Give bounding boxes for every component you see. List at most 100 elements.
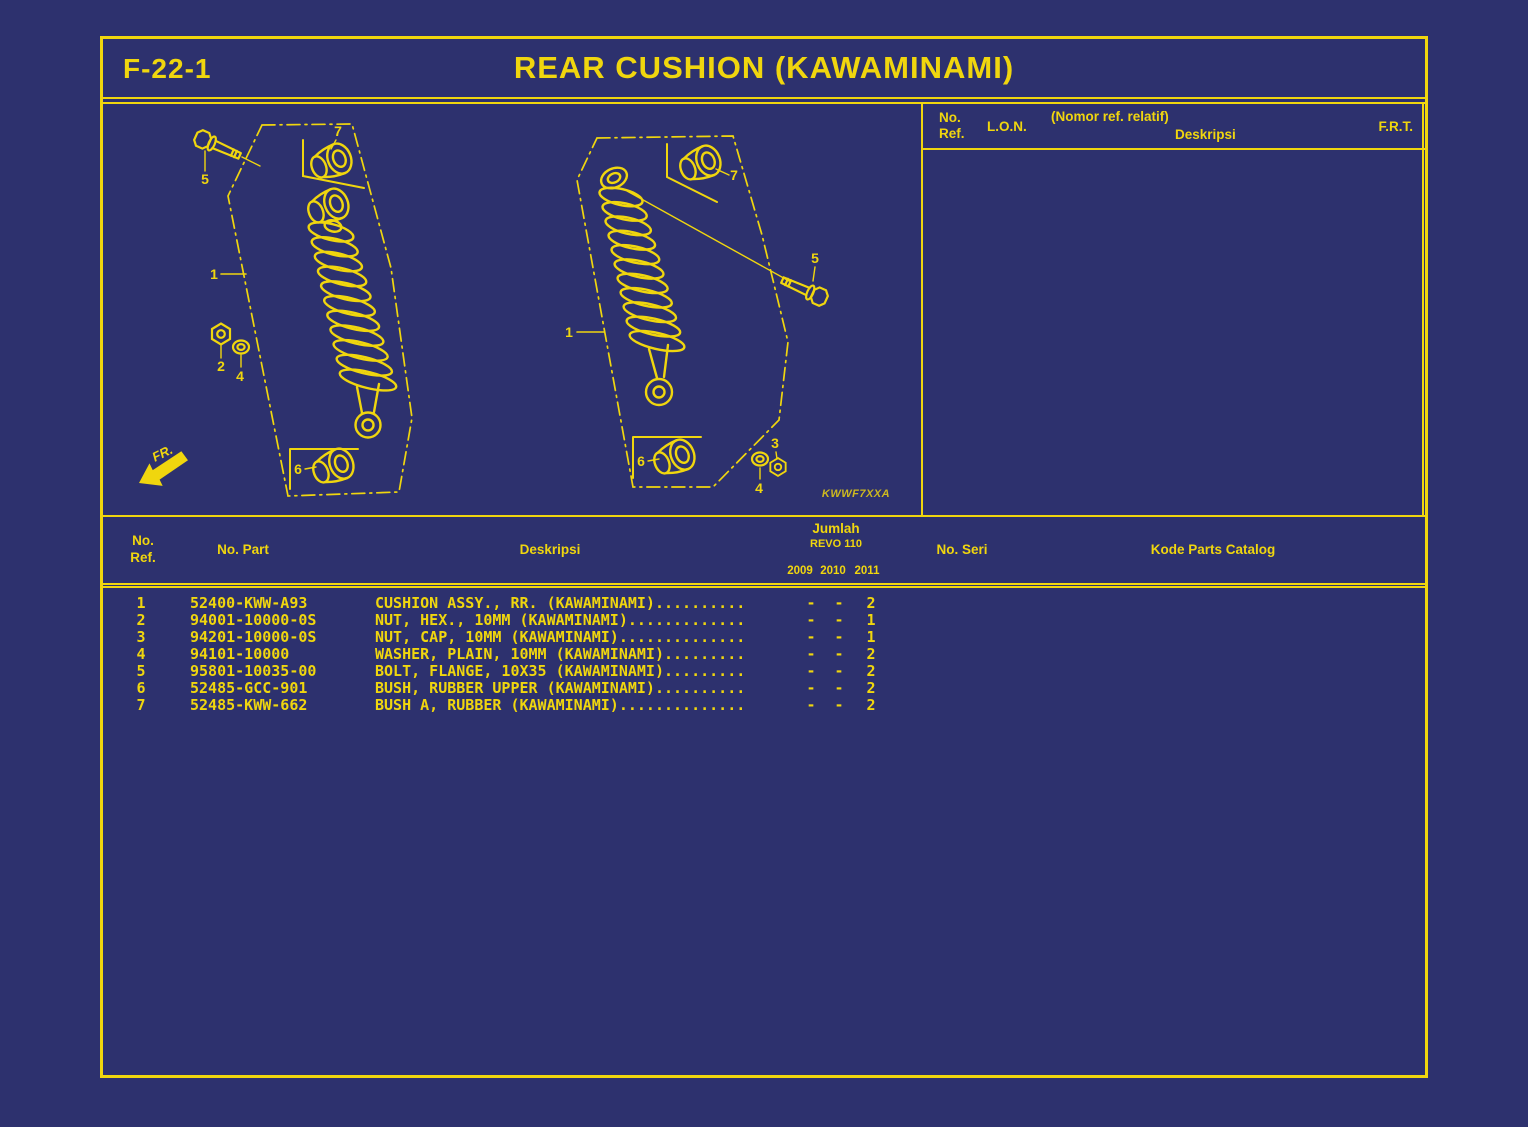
- flange-bolt-right: [777, 271, 831, 309]
- left-view: FR. 5 7 1 2 4 6: [139, 123, 413, 497]
- deskripsi-col-header: Deskripsi: [1175, 127, 1236, 142]
- ref-col-header: No. Ref.: [939, 110, 965, 141]
- reference-panel-header: No. Ref. L.O.N. (Nomor ref. relatif) Des…: [923, 104, 1427, 150]
- row-qty-2011: 2: [866, 594, 876, 612]
- table-row[interactable]: 1 52400-KWW-A93 CUSHION ASSY., RR. (KAWA…: [103, 595, 1425, 612]
- col-no-seri: No. Seri: [936, 542, 988, 557]
- parts-table-header: No. Ref. No. Part Deskripsi Jumlah REVO …: [103, 515, 1425, 585]
- reference-panel: No. Ref. L.O.N. (Nomor ref. relatif) Des…: [921, 104, 1427, 516]
- row-description: WASHER, PLAIN, 10MM (KAWAMINAMI)........…: [375, 645, 746, 663]
- shock-absorber-left: [302, 183, 398, 439]
- row-qty-2009: -: [806, 662, 816, 680]
- row-qty-2009: -: [806, 679, 816, 697]
- callout-2-left[interactable]: 2: [217, 358, 225, 374]
- title-divider-line: [103, 102, 1425, 104]
- row-ref: 2: [136, 611, 146, 629]
- frt-col-header: F.R.T.: [1378, 119, 1413, 134]
- bracket-7-left: [302, 139, 365, 189]
- panel-outline-left: [227, 123, 413, 497]
- row-part-number: 94001-10000-0S: [190, 611, 317, 629]
- lon-col-header: L.O.N.: [987, 119, 1027, 134]
- section-code: F-22-1: [123, 53, 212, 84]
- col-year-2009: 2009: [787, 565, 813, 577]
- callout-7-right[interactable]: 7: [730, 167, 738, 183]
- row-qty-2011: 1: [866, 628, 876, 646]
- table-header-underline: [103, 586, 1425, 588]
- parts-table-body: 1 52400-KWW-A93 CUSHION ASSY., RR. (KAWA…: [103, 595, 1425, 714]
- shock-absorber-right: [598, 166, 686, 407]
- row-qty-2010: -: [834, 662, 844, 680]
- row-ref: 6: [136, 679, 146, 697]
- row-description: BUSH, RUBBER UPPER (KAWAMINAMI).........…: [375, 679, 746, 697]
- row-part-number: 95801-10035-00: [190, 662, 317, 680]
- table-row[interactable]: 3 94201-10000-0S NUT, CAP, 10MM (KAWAMIN…: [103, 629, 1425, 646]
- row-part-number: 94101-10000: [190, 645, 290, 663]
- diagram-watermark: KWWF7XXA: [822, 488, 890, 500]
- row-description: NUT, HEX., 10MM (KAWAMINAMI)............…: [375, 611, 746, 629]
- callout-7-left[interactable]: 7: [334, 123, 342, 139]
- table-row[interactable]: 7 52485-KWW-662 BUSH A, RUBBER (KAWAMINA…: [103, 697, 1425, 714]
- row-ref: 5: [136, 662, 146, 680]
- table-row[interactable]: 6 52485-GCC-901 BUSH, RUBBER UPPER (KAWA…: [103, 680, 1425, 697]
- callout-6-left[interactable]: 6: [294, 461, 302, 477]
- col-year-2010: 2010: [820, 565, 846, 577]
- cap-nut-right: [769, 457, 787, 477]
- col-no-part: No. Part: [217, 542, 269, 557]
- row-qty-2010: -: [834, 696, 844, 714]
- row-qty-2009: -: [806, 645, 816, 663]
- panel-outline-right: [576, 135, 789, 488]
- parts-diagram: FR. 5 7 1 2 4 6: [139, 123, 890, 500]
- row-part-number: 52400-KWW-A93: [190, 594, 308, 612]
- row-qty-2010: -: [834, 645, 844, 663]
- col-deskripsi: Deskripsi: [519, 542, 581, 557]
- fr-direction-arrow: FR.: [139, 442, 188, 486]
- page-title: REAR CUSHION (KAWAMINAMI): [513, 50, 1015, 85]
- row-qty-2010: -: [834, 611, 844, 629]
- row-description: BUSH A, RUBBER (KAWAMINAMI).............…: [375, 696, 746, 714]
- table-row[interactable]: 5 95801-10035-00 BOLT, FLANGE, 10X35 (KA…: [103, 663, 1425, 680]
- row-qty-2010: -: [834, 594, 844, 612]
- col-model: REVO 110: [810, 538, 862, 550]
- callout-6-right[interactable]: 6: [637, 453, 645, 469]
- row-qty-2009: -: [806, 611, 816, 629]
- table-row[interactable]: 4 94101-10000 WASHER, PLAIN, 10MM (KAWAM…: [103, 646, 1425, 663]
- bracket-6-right: [632, 436, 702, 479]
- callout-1-right[interactable]: 1: [565, 324, 573, 340]
- row-qty-2009: -: [806, 628, 816, 646]
- row-qty-2009: -: [806, 696, 816, 714]
- callout-4-left[interactable]: 4: [236, 368, 244, 384]
- rubber-bush-6-right: [648, 434, 701, 482]
- row-qty-2010: -: [834, 679, 844, 697]
- page-frame: F-22-1 REAR CUSHION (KAWAMINAMI): [100, 36, 1428, 1078]
- washer-left: [231, 339, 251, 355]
- row-qty-2011: 2: [866, 662, 876, 680]
- nomor-ref-header: (Nomor ref. relatif): [1051, 109, 1169, 124]
- col-year-2011: 2011: [854, 565, 880, 577]
- callout-4-right[interactable]: 4: [755, 480, 763, 496]
- col-kode-parts-catalog: Kode Parts Catalog: [1150, 542, 1276, 557]
- row-part-number: 52485-KWW-662: [190, 696, 308, 714]
- table-row[interactable]: 2 94001-10000-0S NUT, HEX., 10MM (KAWAMI…: [103, 612, 1425, 629]
- col-no-ref: No. Ref.: [130, 533, 156, 565]
- row-ref: 4: [136, 645, 146, 663]
- callout-3-right[interactable]: 3: [771, 435, 779, 451]
- row-qty-2010: -: [834, 628, 844, 646]
- row-qty-2011: 2: [866, 679, 876, 697]
- rubber-bush-7-right: [674, 140, 727, 188]
- row-qty-2011: 2: [866, 645, 876, 663]
- row-ref: 7: [136, 696, 146, 714]
- col-jumlah: Jumlah: [812, 521, 860, 536]
- row-ref: 3: [136, 628, 146, 646]
- callout-5-left[interactable]: 5: [201, 171, 209, 187]
- row-part-number: 52485-GCC-901: [190, 679, 308, 697]
- row-qty-2011: 1: [866, 611, 876, 629]
- row-qty-2009: -: [806, 594, 816, 612]
- callout-1-left[interactable]: 1: [210, 266, 218, 282]
- panel-inner-border: [1422, 104, 1424, 516]
- callout-5-right[interactable]: 5: [811, 250, 819, 266]
- row-description: NUT, CAP, 10MM (KAWAMINAMI).............…: [375, 628, 746, 646]
- row-part-number: 94201-10000-0S: [190, 628, 317, 646]
- row-qty-2011: 2: [866, 696, 876, 714]
- washer-right: [750, 451, 770, 467]
